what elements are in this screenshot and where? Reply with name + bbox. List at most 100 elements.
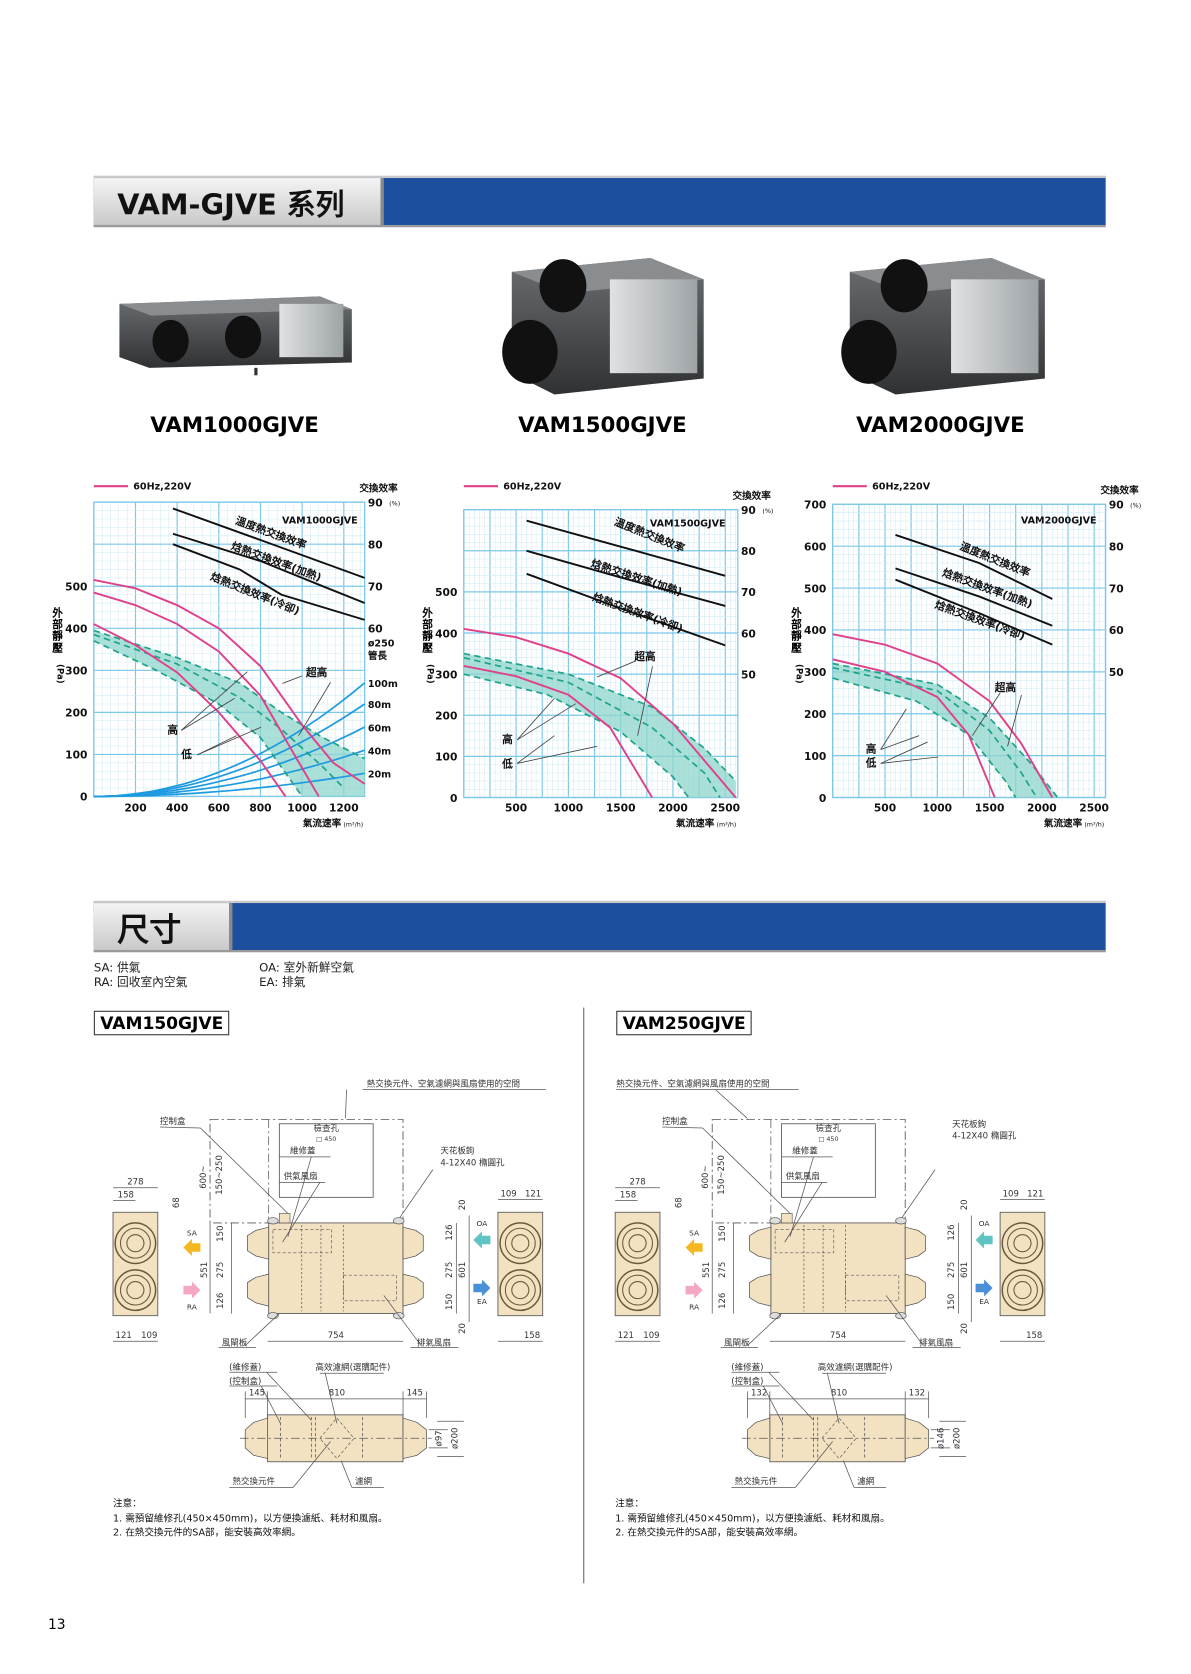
notes-title: 注意：	[113, 1498, 142, 1510]
ea-arrow	[473, 1279, 491, 1297]
duct-port-inner	[628, 1234, 647, 1253]
column-divider	[583, 1007, 585, 1584]
duct-port-inner	[511, 1234, 530, 1253]
oa-arrow	[975, 1231, 993, 1249]
duct-port	[114, 1269, 157, 1312]
right-tick-label: 60	[741, 627, 756, 640]
right-tick-label: 60	[368, 623, 383, 636]
duct-collar-left	[749, 1226, 772, 1260]
x-tick-label: 1500	[975, 801, 1005, 814]
duct-collar-right	[904, 1226, 926, 1260]
duct-port-inner	[126, 1234, 145, 1253]
x-tick-label: 2000	[1027, 801, 1057, 814]
hepa-filter-label: 高效濾網(選購配件)	[316, 1362, 391, 1373]
dimension-end_right: 145	[407, 1389, 423, 1399]
inspection-hole-outline	[781, 1123, 876, 1198]
y-axis-title-char: 壓	[791, 641, 802, 654]
annotation-leader	[880, 735, 920, 750]
fan-curve-1	[463, 665, 653, 799]
y-tick-label: 500	[65, 581, 87, 594]
dimension-ra_pos: 126	[216, 1293, 226, 1309]
annotation-leader	[516, 735, 555, 764]
right-axis-title: 交換效率	[1100, 485, 1139, 497]
right-tick-label: 60	[1109, 624, 1124, 637]
annotation-leader	[517, 745, 598, 764]
duct-port-ring	[119, 1227, 151, 1259]
fan-curve-1	[832, 658, 996, 798]
dimension-ea_pos: 150	[445, 1294, 455, 1310]
dimension-outer_dia: ø200	[450, 1428, 460, 1449]
dimension-height_r: 601	[960, 1262, 970, 1278]
maintenance-cover-label: 維修蓋	[290, 1146, 316, 1157]
performance-chart-2: 溫度熱交換效率焓熱交換效率(加熱)焓熱交換效率(冷卻)VAM1500GJVE60…	[421, 481, 773, 829]
dimension-left_a: 121	[618, 1331, 634, 1341]
fan-curve-dashed-2	[463, 673, 690, 799]
right-tick-label: 90	[1109, 499, 1124, 512]
leader-line	[345, 1089, 347, 1119]
dimension-service_gap: 150~250	[215, 1155, 225, 1195]
efficiency-curve-2	[526, 572, 726, 647]
right-tick-label: 90	[741, 504, 756, 517]
dimension-right_side: 158	[1026, 1331, 1042, 1341]
right-axis-title: 交換效率	[733, 490, 772, 502]
duct-collar-left	[246, 1273, 270, 1307]
y-axis-unit: (Pa)	[55, 664, 65, 684]
duct-port-inner	[126, 1281, 145, 1300]
leader-line	[324, 1373, 338, 1424]
legend-oa: OA: 室外新鮮空氣	[259, 960, 354, 975]
y-tick-label: 400	[804, 624, 826, 637]
annotation-leader	[298, 682, 331, 736]
annotation-leader	[516, 703, 576, 741]
oa-arrow	[473, 1231, 491, 1249]
leader-line	[662, 1126, 703, 1129]
right-tick-label: 80	[368, 538, 383, 551]
control-box	[781, 1213, 793, 1224]
dimension-ea_pos: 150	[947, 1294, 957, 1310]
leader-line	[789, 1156, 814, 1237]
legend-sa: SA: 供氣	[93, 960, 141, 975]
annotation-super_high: 超高	[633, 650, 656, 663]
leader-line	[827, 1373, 840, 1424]
exhaust-fan-label: 排氣風扇	[417, 1338, 451, 1349]
dimension-duct_dia: ø97	[434, 1430, 444, 1446]
duct-port-ring	[622, 1227, 654, 1259]
leader-line	[747, 1313, 782, 1346]
control-box-paren-label: (控制盒)	[731, 1376, 763, 1387]
heat-element-label: 熱交換元件	[735, 1476, 778, 1487]
duct-port	[114, 1222, 157, 1265]
y-tick-label: 200	[65, 707, 87, 720]
heat-exchange-element	[821, 1417, 857, 1460]
leader-line	[340, 1460, 353, 1488]
annotation-super_high: 超高	[994, 681, 1017, 694]
ceiling-hook	[769, 1217, 781, 1225]
annotation-super_high: 超高	[305, 666, 328, 679]
y-tick-label: 200	[804, 708, 826, 721]
dimension-filter_length: 810	[831, 1389, 847, 1399]
x-tick-label: 2000	[658, 801, 688, 814]
y-axis-title-char: 壓	[422, 641, 433, 654]
x-tick-label: 800	[249, 801, 271, 814]
dimension-duct_pitch_r: 275	[947, 1262, 957, 1278]
dimension-height_r: 601	[458, 1262, 468, 1278]
x-axis-title: 氣流速率	[303, 817, 342, 829]
section-header-dimensions: 尺寸	[93, 900, 1106, 953]
fan-curve-2	[93, 623, 287, 798]
damper-label: 風閘板	[724, 1338, 750, 1349]
duct-port-ring	[622, 1274, 654, 1306]
x-axis-title: 氣流速率	[1044, 817, 1083, 829]
dimension-end_right: 132	[909, 1389, 925, 1399]
fan-curve-dashed-1	[93, 633, 345, 789]
hepa-filter-label: 高效濾網(選購配件)	[818, 1362, 893, 1373]
duct-port-inner	[628, 1281, 647, 1300]
x-tick-label: 2500	[710, 801, 740, 814]
y-tick-label: 100	[804, 750, 826, 763]
dimension-right_a: 109	[1003, 1189, 1019, 1199]
y-axis-title-char: 靜	[791, 630, 802, 643]
y-axis-title-char: 靜	[52, 630, 63, 643]
dimension-body_length: 754	[830, 1331, 846, 1341]
product-name: VAM1500GJVE	[518, 413, 687, 438]
x-tick-label: 500	[505, 801, 527, 814]
leader-line	[768, 1371, 814, 1421]
fan-curve-dashed-2	[832, 677, 1017, 798]
